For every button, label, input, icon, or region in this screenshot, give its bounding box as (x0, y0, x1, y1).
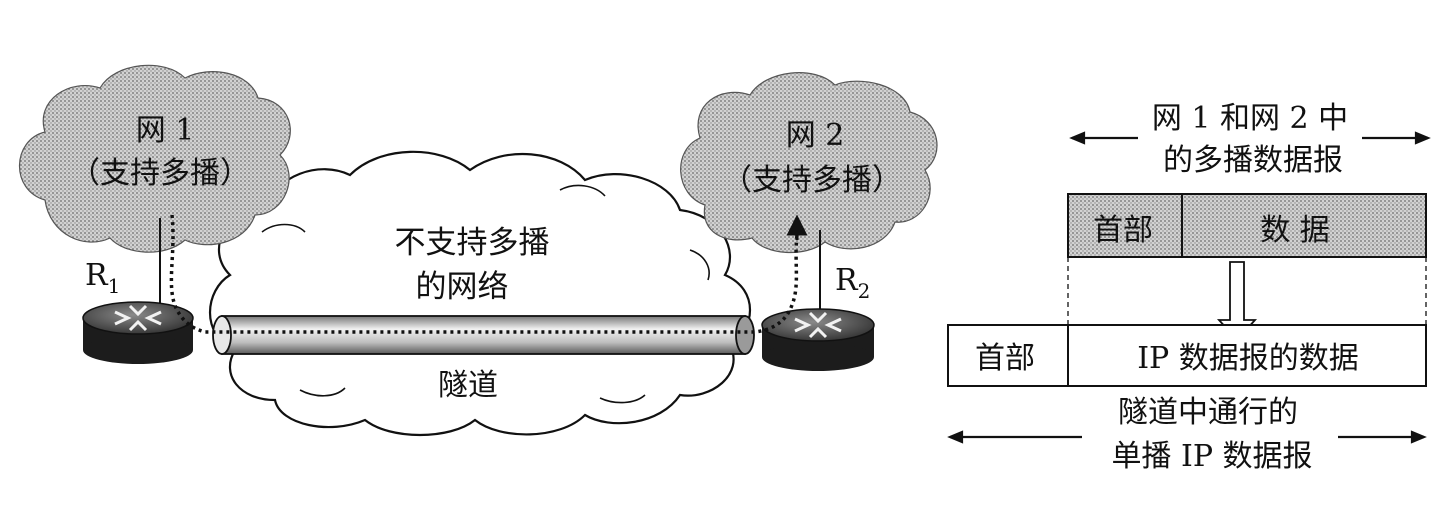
unicast-caption-arrows (947, 430, 1427, 444)
router-r2-label: R2 (835, 263, 870, 303)
multicast-caption-line2: 的多播数据报 (1163, 143, 1343, 178)
unicast-caption-line2: 单播 IP 数据报 (1111, 439, 1312, 474)
encapsulation-guides (1067, 257, 1427, 325)
router-r1-label: R1 (85, 258, 120, 298)
network-1-subtitle: （支持多播） (70, 156, 250, 191)
multicast-caption-line1: 网 1 和网 2 中 (1152, 101, 1348, 136)
unicast-datagram (947, 324, 1427, 387)
network-1-title: 网 1 (136, 113, 195, 148)
network-2-title: 网 2 (786, 118, 845, 153)
network-2-cloud (680, 72, 938, 253)
network-2-subtitle: （支持多播） (722, 163, 902, 198)
multicast-caption-arrows (1069, 131, 1431, 145)
middle-network-subtitle: 的网络 (416, 269, 509, 305)
packet-path (169, 214, 799, 334)
tunnel-tube (212, 315, 755, 355)
middle-network-title: 不支持多播 (395, 225, 550, 261)
unicast-caption-line1: 隧道中通行的 (1118, 395, 1298, 430)
unicast-data-label: IP 数据报的数据 (1137, 341, 1359, 376)
multicast-datagram (1067, 193, 1427, 258)
multicast-header-label: 首部 (1093, 213, 1153, 248)
network-1-cloud (19, 64, 291, 253)
unicast-header-label: 首部 (975, 341, 1035, 376)
router-r2-icon (761, 308, 875, 371)
multicast-data-label: 数 据 (1260, 213, 1330, 248)
router-r1-icon (82, 301, 194, 364)
tunnel-label: 隧道 (438, 368, 498, 403)
